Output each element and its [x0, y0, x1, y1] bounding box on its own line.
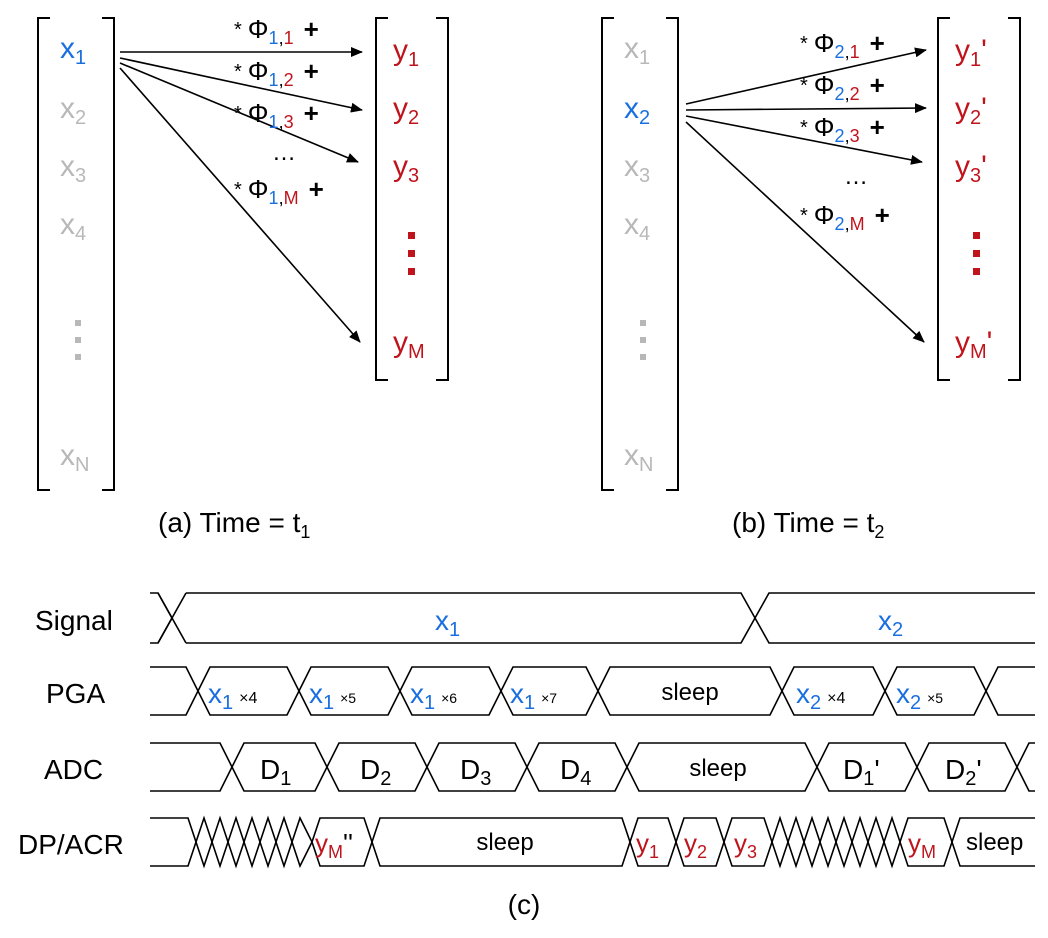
x-bracket-left [37, 17, 50, 491]
x3-entry: x3 [60, 150, 86, 187]
y1p-entry: y1' [955, 34, 987, 71]
y2-entry: y2 [393, 92, 419, 129]
y3p-entry: y3' [955, 150, 987, 187]
pga-x1-7: x1×7 [510, 678, 557, 714]
caption-b: (b) Time = t2 [732, 507, 884, 542]
row-label-adc: ADC [44, 754, 103, 785]
row-label-signal: Signal [35, 605, 113, 636]
panel-a: x1 x2 x3 x4 xN y1 y2 y3 yM *Φ1,1+ *Φ1,2+… [37, 14, 449, 542]
coeff-phi-2-1: *Φ2,1+ [800, 28, 885, 62]
pga-x1-5: x1×5 [309, 678, 356, 714]
ymp-entry: yM' [955, 326, 992, 363]
y-bracket-right-b [1008, 17, 1021, 381]
x-bracket-right-b [666, 17, 679, 491]
caption-a: (a) Time = t1 [158, 507, 310, 542]
x4-entry-b: x4 [624, 208, 650, 245]
timing-diagram: Signal PGA ADC DP/ACR x1 x2 x1×4 x1×5 x1… [18, 592, 1035, 920]
coeff-phi-1-3: *Φ1,3+ [234, 98, 319, 132]
x4-entry: x4 [60, 208, 86, 245]
adc-d1p: D1' [843, 754, 880, 790]
dp-y3: y3 [734, 828, 757, 862]
y2p-entry: y2' [955, 92, 987, 129]
panel-b: x1 x2 x3 x4 xN y1' y2' y3' yM' *Φ2,1+ *Φ… [601, 17, 1021, 542]
coeff-phi-1-m: *Φ1,M+ [234, 174, 324, 208]
xn-entry: xN [60, 439, 89, 476]
coeff-phi-2-m: *Φ2,M+ [800, 200, 890, 234]
pga-x1-6: x1×6 [410, 678, 457, 714]
signal-x2: x2 [878, 605, 903, 641]
adc-d2: D2 [360, 754, 391, 790]
signal-edge-0b [171, 592, 187, 619]
arrow-x1-y3 [119, 62, 359, 163]
pga-x1-4: x1×4 [208, 678, 257, 714]
arrow-x1-y2 [119, 57, 363, 113]
dp-y2: y2 [684, 828, 707, 862]
row-label-pga: PGA [46, 678, 105, 709]
y-bracket-left [375, 17, 388, 381]
dp-ym-dprime: yM'' [315, 828, 353, 862]
x1-entry: x1 [60, 32, 86, 69]
arrow-x2-ym [685, 121, 925, 343]
pga-x2-4: x2×4 [796, 678, 845, 714]
adc-row [150, 742, 1035, 792]
coeff-phi-1-2: *Φ1,2+ [234, 56, 319, 90]
ym-entry: yM [393, 326, 425, 363]
y-vertical-dots [408, 232, 415, 275]
pga-row [150, 666, 1035, 716]
signal-edge-0 [157, 592, 173, 644]
coeff-phi-2-3: *Φ2,3+ [800, 112, 885, 146]
x2-entry: x2 [60, 92, 86, 129]
dp-sleep-2: sleep [966, 829, 1023, 856]
y3-entry: y3 [393, 150, 419, 187]
arrow-x2-y2 [685, 103, 927, 114]
pga-sleep: sleep [661, 679, 718, 706]
x1-entry-b: x1 [624, 32, 650, 69]
coeff-phi-2-2: *Φ2,2+ [800, 70, 885, 104]
dp-y1: y1 [636, 828, 659, 862]
y1-entry: y1 [393, 34, 419, 71]
x-bracket-right [102, 17, 115, 491]
y-vertical-dots-b [973, 232, 980, 275]
x-bracket-left-b [601, 17, 614, 491]
dp-ym: yM [908, 828, 936, 862]
adc-d4: D4 [560, 754, 591, 790]
caption-c: (c) [508, 889, 541, 920]
dp-sleep-1: sleep [476, 829, 533, 856]
signal-x1-segment [186, 592, 756, 644]
y-bracket-left-b [937, 17, 950, 381]
arrow-x2-y1 [685, 47, 927, 105]
pga-x2-5: x2×5 [896, 678, 943, 714]
x-vertical-dots [75, 320, 81, 360]
adc-d3: D3 [460, 754, 491, 790]
signal-start [150, 592, 173, 644]
signal-x1: x1 [435, 605, 460, 641]
y-bracket-right [436, 17, 449, 381]
adc-d2p: D2' [945, 754, 982, 790]
x2-entry-b: x2 [624, 92, 650, 129]
xn-entry-b: xN [624, 439, 653, 476]
coeff-ellipsis-a: … [272, 139, 296, 166]
coeff-phi-1-1: *Φ1,1+ [234, 14, 319, 48]
arrow-x1-ym [119, 67, 361, 343]
adc-d1: D1 [260, 754, 291, 790]
arrow-x2-y3 [685, 115, 923, 165]
signal-x2-segment [754, 592, 1035, 644]
adc-sleep: sleep [689, 755, 746, 782]
signal-edge-0c [171, 617, 187, 644]
x3-entry-b: x3 [624, 150, 650, 187]
row-label-dp-acr: DP/ACR [18, 829, 124, 860]
dp-row [150, 815, 1035, 869]
x-vertical-dots-b [640, 320, 646, 360]
coeff-ellipsis-b: … [844, 163, 868, 190]
